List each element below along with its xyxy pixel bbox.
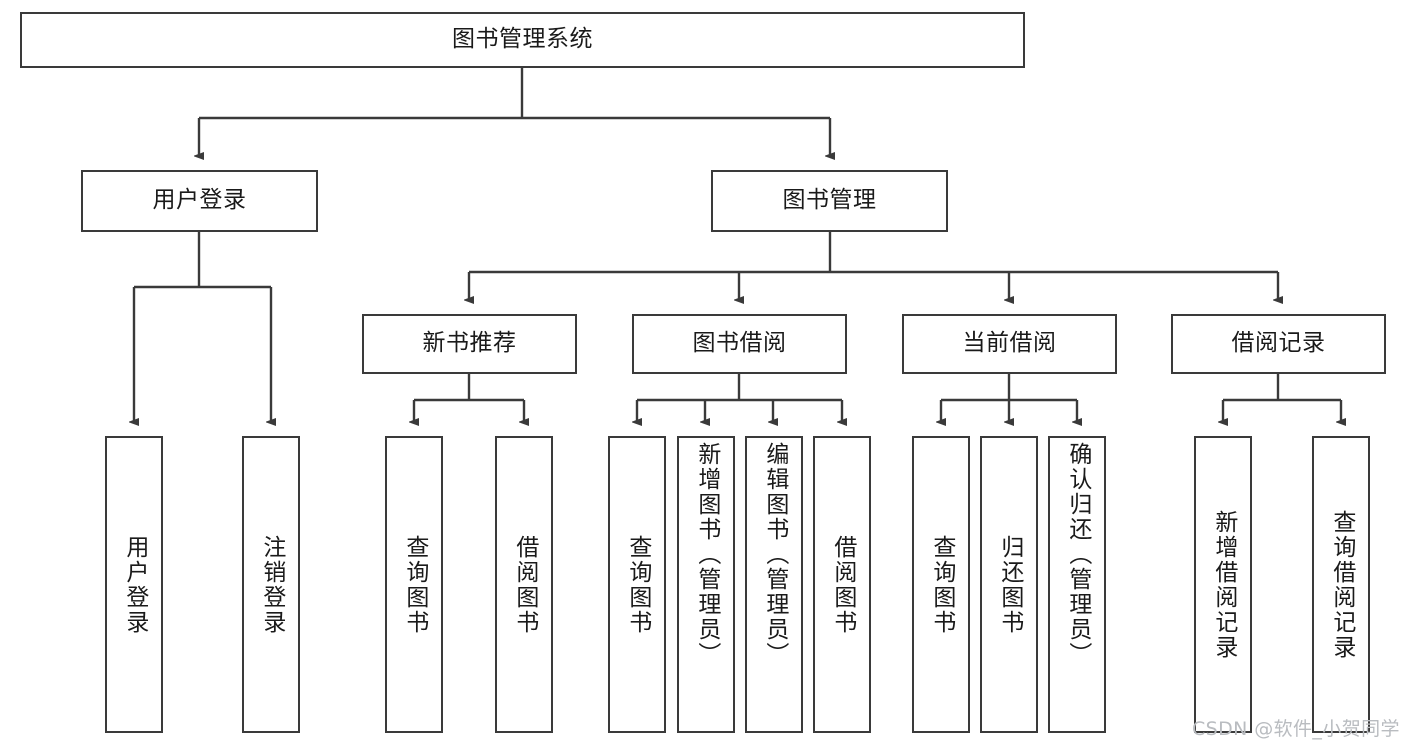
node-label: 新增图书（管理员） [693, 442, 720, 667]
node-book-borrow[interactable]: 图书借阅 [632, 314, 847, 374]
node-label: 确认归还（管理员） [1064, 442, 1091, 667]
node-borrow-record[interactable]: 借阅记录 [1171, 314, 1386, 374]
node-label: 图书借阅 [692, 330, 787, 357]
leaf-borrow-record-query[interactable]: 查询借阅记录 [1312, 436, 1370, 733]
leaf-new-book-query[interactable]: 查询图书 [385, 436, 443, 733]
node-label: 归还图书 [996, 534, 1023, 635]
node-new-book-recommend[interactable]: 新书推荐 [362, 314, 577, 374]
leaf-current-borrow-query[interactable]: 查询图书 [912, 436, 970, 733]
leaf-current-borrow-confirm-return[interactable]: 确认归还（管理员） [1048, 436, 1106, 733]
leaf-borrow-record-add[interactable]: 新增借阅记录 [1194, 436, 1252, 733]
node-label: 用户登录 [121, 534, 148, 635]
node-label: 新增借阅记录 [1210, 509, 1237, 660]
node-label: 图书管理系统 [452, 26, 593, 53]
node-label: 查询图书 [928, 534, 955, 635]
csdn-watermark: CSDN @软件_小贺同学 [1192, 718, 1400, 740]
node-root-library-system[interactable]: 图书管理系统 [20, 12, 1025, 68]
node-user-login[interactable]: 用户登录 [81, 170, 318, 232]
node-label: 用户登录 [152, 187, 247, 214]
leaf-book-borrow-add[interactable]: 新增图书（管理员） [677, 436, 735, 733]
node-label: 借阅图书 [511, 534, 538, 635]
node-book-management[interactable]: 图书管理 [711, 170, 948, 232]
node-label: 注销登录 [258, 534, 285, 635]
node-label: 编辑图书（管理员） [761, 442, 788, 667]
node-label: 查询借阅记录 [1328, 509, 1355, 660]
leaf-book-borrow-borrow[interactable]: 借阅图书 [813, 436, 871, 733]
node-label: 当前借阅 [962, 330, 1057, 357]
node-current-borrow[interactable]: 当前借阅 [902, 314, 1117, 374]
node-label: 借阅图书 [829, 534, 856, 635]
leaf-current-borrow-return[interactable]: 归还图书 [980, 436, 1038, 733]
leaf-user-login-login[interactable]: 用户登录 [105, 436, 163, 733]
node-label: 查询图书 [624, 534, 651, 635]
leaf-book-borrow-edit[interactable]: 编辑图书（管理员） [745, 436, 803, 733]
node-label: 新书推荐 [422, 330, 517, 357]
leaf-new-book-borrow[interactable]: 借阅图书 [495, 436, 553, 733]
node-label: 借阅记录 [1231, 330, 1326, 357]
leaf-user-login-logout[interactable]: 注销登录 [242, 436, 300, 733]
node-label: 查询图书 [401, 534, 428, 635]
node-label: 图书管理 [782, 187, 877, 214]
leaf-book-borrow-query[interactable]: 查询图书 [608, 436, 666, 733]
